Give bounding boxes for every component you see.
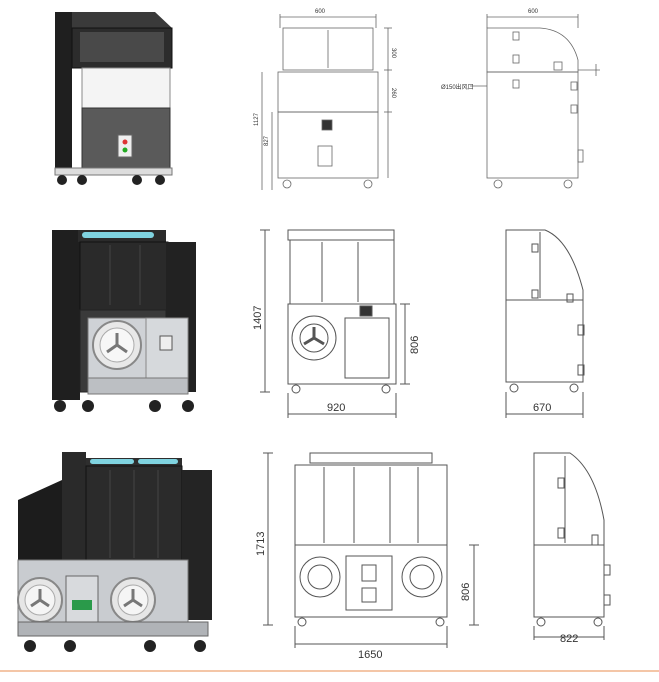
row1-front-drawing: [261, 14, 392, 190]
row3-dim-width: 1650: [358, 649, 382, 661]
row2-dim-height: 1407: [252, 306, 264, 330]
row3-side-drawing: [533, 452, 611, 640]
row3-dim-lower: 806: [460, 583, 472, 601]
row2-dim-lower: 806: [409, 336, 421, 354]
row2-front-drawing: [260, 229, 410, 418]
row2-dim-width: 920: [327, 402, 345, 414]
row2-side-drawing: [505, 229, 585, 418]
row1-dim-side: 600: [528, 9, 539, 15]
row1-dim-lower: 827: [264, 135, 270, 146]
row1-dim-mid: 260: [390, 88, 396, 99]
row2-dim-depth: 670: [533, 402, 551, 414]
row3-front-drawing: [263, 452, 479, 648]
row1-dim-upper: 300: [390, 48, 396, 59]
row3-machine-render: [17, 452, 212, 652]
row3-dim-height: 1713: [255, 532, 267, 556]
row1-dim-width: 600: [315, 9, 326, 15]
row1-side-drawing: [470, 14, 600, 189]
row1-dim-total: 1127: [254, 112, 260, 126]
row3-dim-depth: 822: [560, 633, 578, 645]
row1-outlet-label: Ø150出风口: [441, 83, 474, 91]
row1-machine-render: [54, 12, 173, 185]
row2-machine-render: [52, 230, 196, 412]
